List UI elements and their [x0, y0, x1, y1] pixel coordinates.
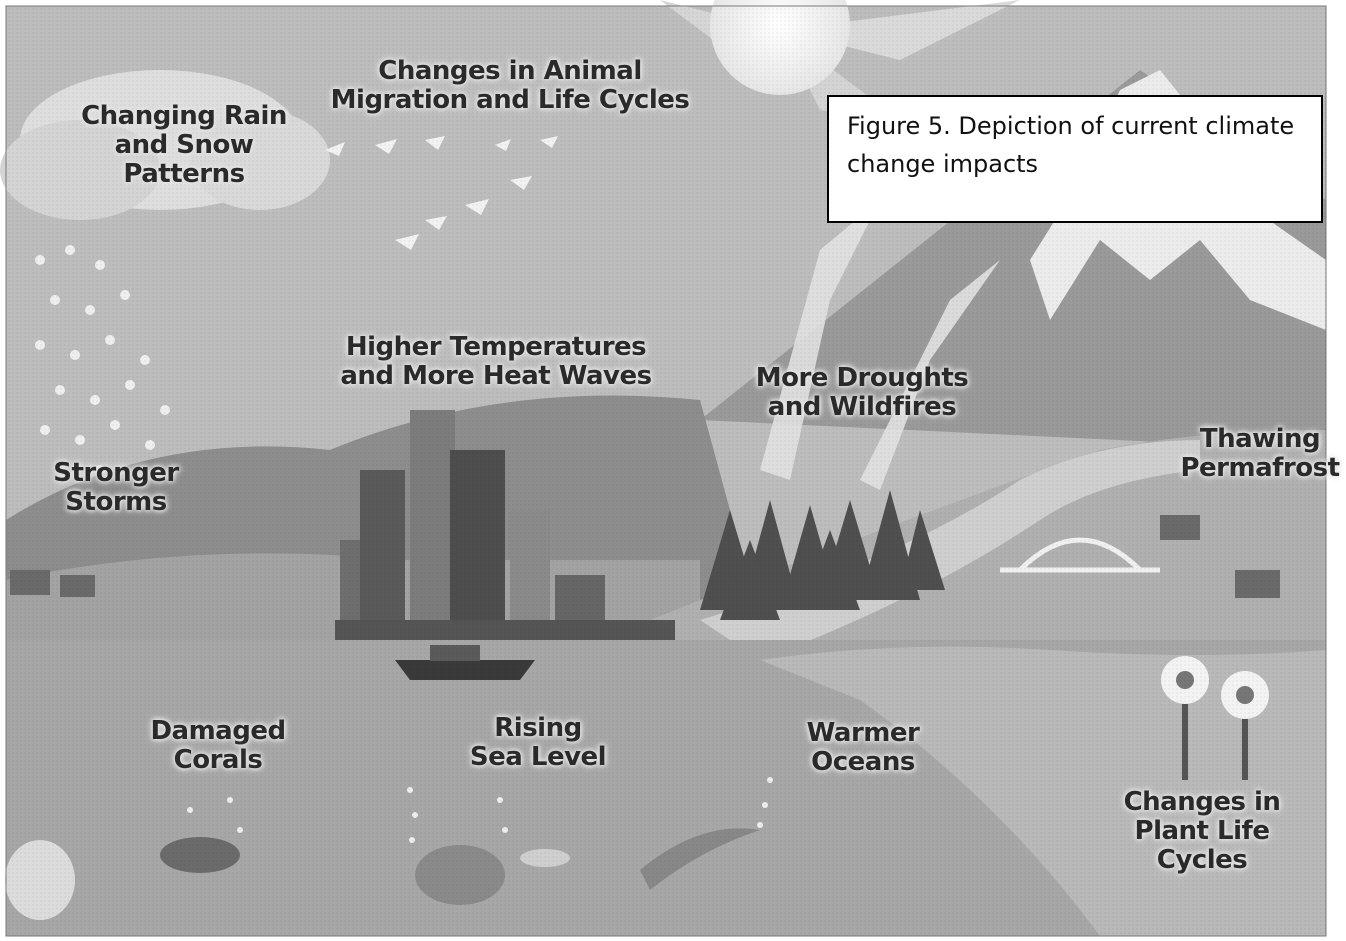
label-sea-level: Rising Sea Level	[469, 713, 607, 773]
label-droughts: More Droughts and Wildfires	[755, 363, 969, 423]
label-animal-migration: Changes in Animal Migration and Life Cyc…	[330, 56, 690, 116]
label-corals: Damaged Corals	[150, 716, 286, 776]
label-heat-waves: Higher Temperatures and More Heat Waves	[340, 332, 652, 392]
label-plants: Changes in Plant Life Cycles	[1123, 787, 1281, 876]
label-oceans: Warmer Oceans	[806, 718, 920, 778]
label-storms: Stronger Storms	[53, 458, 179, 518]
label-rain-snow: Changing Rain and Snow Patterns	[81, 101, 287, 190]
figure-caption: Figure 5. Depiction of current climate c…	[827, 95, 1323, 223]
label-permafrost: Thawing Permafrost	[1180, 424, 1340, 484]
